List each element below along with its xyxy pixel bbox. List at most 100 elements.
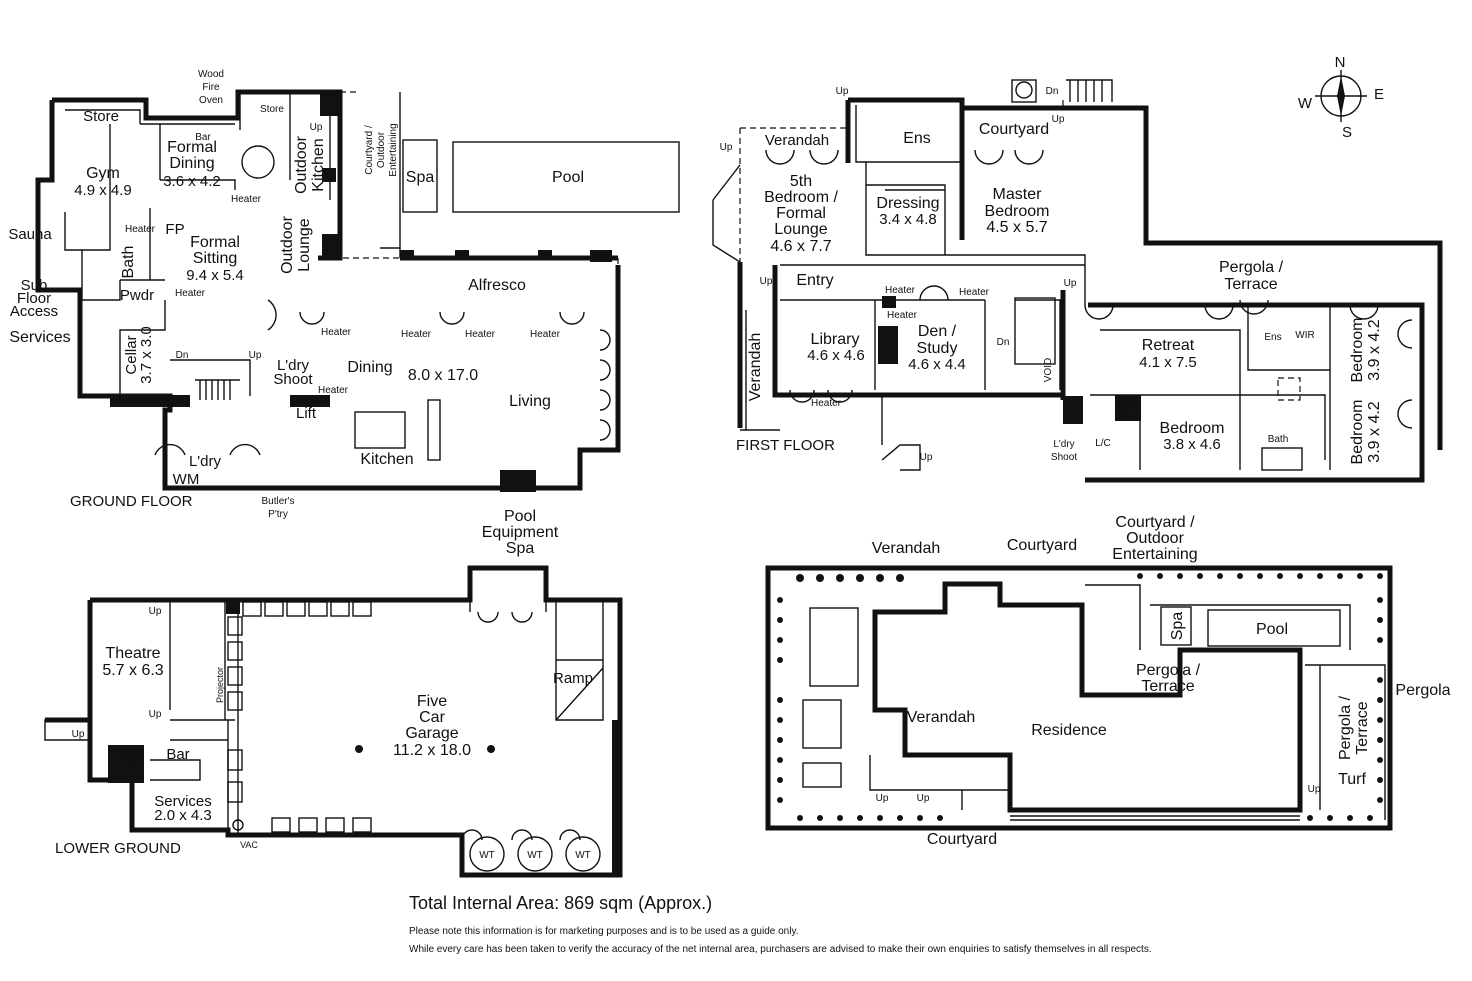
pool-label: Pool: [552, 169, 584, 186]
bar-label: Bar: [195, 132, 211, 143]
pergola-terrace-label: Pergola /Terrace: [1219, 259, 1284, 293]
lower-ground-plan: [44, 565, 623, 878]
lower-ground-title: LOWER GROUND: [55, 840, 181, 857]
fp-label: FP: [165, 221, 184, 238]
den-study-dim: 4.6 x 4.4: [908, 356, 966, 373]
sauna-label: Sauna: [8, 226, 52, 243]
first-floor-walls: [737, 97, 1443, 483]
dn-label: Dn: [997, 337, 1010, 348]
lift-label: Lift: [1117, 397, 1138, 414]
ens2-label: Ens: [1264, 332, 1281, 343]
library-label: Library: [811, 331, 860, 348]
kitchen-label: Kitchen: [360, 451, 413, 468]
heater-label: Heater: [321, 327, 352, 338]
garage-dim: 11.2 x 18.0: [393, 742, 471, 759]
dn-label: Dn: [176, 350, 189, 361]
first-floor-title: FIRST FLOOR: [736, 437, 835, 454]
compass-n: N: [1335, 54, 1346, 71]
site-residence-label: Residence: [1031, 722, 1107, 739]
verandah-side-label: Verandah: [747, 333, 764, 402]
site-verandah-mid-label: Verandah: [907, 709, 976, 726]
pwdr-label: Pwdr: [120, 287, 154, 304]
theatre-dim: 5.7 x 6.3: [102, 662, 163, 679]
up-label: Up: [1064, 278, 1077, 289]
outdoor-lounge-label: OutdoorLounge: [279, 215, 313, 273]
store2-label: Store: [260, 104, 284, 115]
site-courtyard-bottom-label: Courtyard: [927, 831, 997, 848]
courtyard-top-label: Courtyard: [1007, 537, 1077, 554]
disclaimer-line-1: Please note this information is for mark…: [409, 926, 799, 937]
up-label: Up: [917, 793, 930, 804]
bath-label: Bath: [1268, 434, 1289, 445]
heater-label: Heater: [125, 224, 156, 235]
heater-label: Heater: [887, 310, 918, 321]
master-bedroom-dim: 4.5 x 5.7: [986, 219, 1047, 236]
living-label: Living: [509, 393, 551, 410]
projector-label: Projector: [215, 667, 225, 703]
disclaimer-line-2: While every care has been taken to verif…: [409, 944, 1152, 955]
water-tank-label: WT: [527, 850, 543, 861]
ground-floor-plan: [35, 89, 680, 492]
heater-label: Heater: [811, 398, 842, 409]
heater-label: Heater: [530, 329, 561, 340]
cellar-label: Cellar3.7 x 3.0: [123, 326, 155, 384]
heater-label: Heater: [465, 329, 496, 340]
spa-label: Spa: [406, 169, 435, 186]
verandah-top-label: Verandah: [872, 540, 941, 557]
bath-label: Bath: [120, 246, 137, 279]
lc-label: L/C: [1095, 438, 1111, 449]
site-turf-label: Turf: [1338, 771, 1366, 788]
courtyard-label: Courtyard: [979, 121, 1049, 138]
heater-label: Heater: [885, 285, 916, 296]
water-tank-label: WT: [479, 850, 495, 861]
compass-icon: N E S W: [1298, 54, 1384, 141]
site-pergola-terrace-label: Pergola /Terrace: [1136, 662, 1201, 695]
retreat-label: Retreat: [1142, 337, 1195, 354]
bar-label: Bar: [166, 746, 189, 763]
ldry-label: L'dry: [189, 453, 222, 470]
vac-label: VAC: [240, 840, 258, 850]
formal-dining-dim: 3.6 x 4.2: [163, 173, 221, 190]
lift-label: Lift: [121, 750, 142, 767]
first-floor-plan: [712, 79, 1443, 483]
compass-s: S: [1342, 124, 1352, 141]
wm-label: WM: [173, 471, 200, 488]
heater-label: Heater: [231, 194, 262, 205]
bedroom-c-label: Bedroom3.9 x 4.2: [1349, 400, 1383, 465]
services-dim: 2.0 x 4.3: [154, 807, 212, 824]
services-label: Services: [154, 793, 212, 810]
den-study-label: Den /Study: [917, 323, 958, 357]
lift-label: Lift: [296, 405, 317, 422]
heater-label: Heater: [318, 385, 349, 396]
up-label: Up: [836, 86, 849, 97]
compass-w: W: [1298, 95, 1313, 112]
up-label: Up: [876, 793, 889, 804]
compass-e: E: [1374, 86, 1384, 103]
dn-label: Dn: [1046, 86, 1059, 97]
gym-dim: 4.9 x 4.9: [74, 182, 132, 199]
gym-label: Gym: [86, 165, 120, 182]
ramp-label: Ramp: [553, 670, 593, 687]
heater-label: Heater: [401, 329, 432, 340]
ens-label: Ens: [903, 130, 931, 147]
up-label: Up: [1052, 114, 1065, 125]
up-label: Up: [72, 729, 85, 740]
dining-dim: 8.0 x 17.0: [408, 367, 478, 384]
up-label: Up: [249, 350, 262, 361]
up-label: Up: [149, 606, 162, 617]
hedge-row: [777, 573, 1383, 821]
site-pool-label: Pool: [1256, 621, 1288, 638]
site-pergola-label: Pergola: [1395, 682, 1450, 699]
services-label: Services: [9, 329, 70, 346]
